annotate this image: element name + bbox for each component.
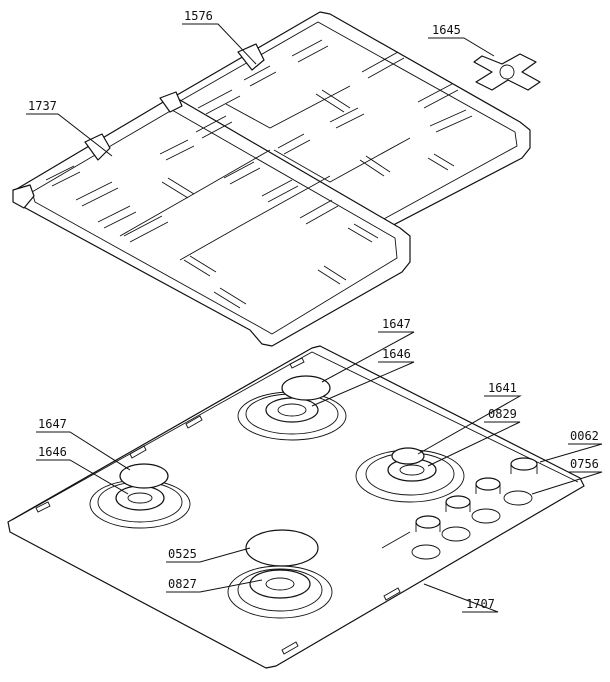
burner-back <box>237 375 347 441</box>
callout-0062: 0062 <box>539 429 603 463</box>
svg-text:1645: 1645 <box>432 23 461 37</box>
callout-1647-left: 1647 <box>36 417 131 471</box>
callout-0827: 0827 <box>166 577 263 593</box>
burner-right <box>355 447 465 503</box>
hob-plate <box>7 345 585 669</box>
svg-text:0756: 0756 <box>570 457 599 471</box>
svg-text:1647: 1647 <box>38 417 67 431</box>
svg-text:1646: 1646 <box>38 445 67 459</box>
callout-1641: 1641 <box>417 381 522 455</box>
svg-text:0525: 0525 <box>168 547 197 561</box>
callout-0829: 0829 <box>427 407 521 467</box>
callout-1576: 1576 <box>182 9 257 65</box>
pan-support-grates <box>12 11 531 347</box>
burner-left <box>89 463 191 529</box>
svg-text:0829: 0829 <box>488 407 517 421</box>
svg-text:0827: 0827 <box>168 577 197 591</box>
svg-text:1737: 1737 <box>28 99 57 113</box>
svg-text:1646: 1646 <box>382 347 411 361</box>
svg-text:1707: 1707 <box>466 597 495 611</box>
svg-text:1576: 1576 <box>184 9 213 23</box>
callout-0525: 0525 <box>166 547 251 563</box>
callout-1646-left: 1646 <box>36 445 129 495</box>
svg-text:1647: 1647 <box>382 317 411 331</box>
callout-0756: 0756 <box>531 457 603 495</box>
svg-text:1641: 1641 <box>488 381 517 395</box>
burner-front <box>227 529 333 619</box>
callout-1707: 1707 <box>423 583 499 613</box>
callout-1645: 1645 <box>428 23 495 57</box>
callout-1737: 1737 <box>26 99 113 157</box>
control-knobs <box>411 457 538 560</box>
callout-1646-back: 1646 <box>311 347 415 407</box>
svg-text:0062: 0062 <box>570 429 599 443</box>
callout-1647-back: 1647 <box>321 317 415 383</box>
wok-support <box>473 53 541 91</box>
